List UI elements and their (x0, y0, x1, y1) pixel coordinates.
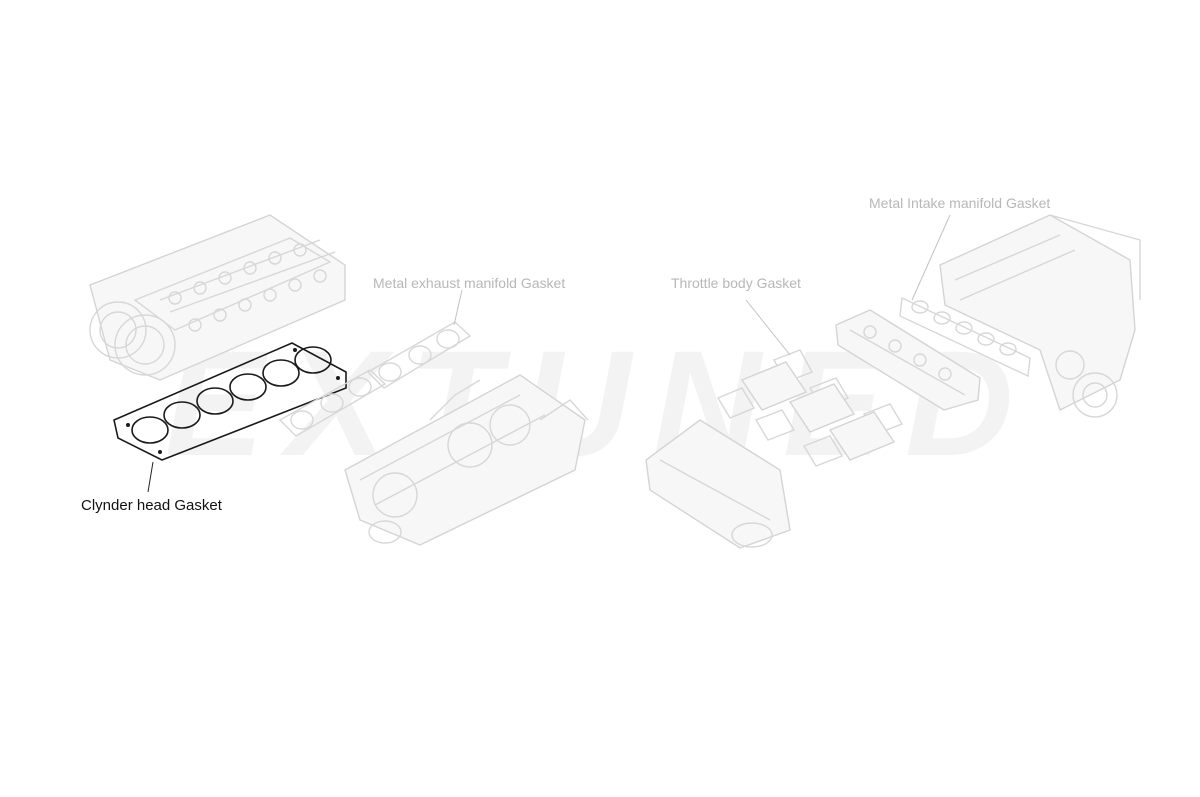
engine-block-drawing (939, 214, 1141, 418)
intake-plenum-drawing (645, 419, 791, 549)
leader-line-cylinder-head-gasket (147, 461, 154, 493)
label-cylinder-head-gasket: Clynder head Gasket (81, 497, 222, 514)
leader-line-exhaust-manifold-gasket (453, 289, 463, 326)
label-exhaust-manifold-gasket: Metal exhaust manifold Gasket (373, 275, 566, 291)
label-throttle-body-gasket: Throttle body Gasket (671, 275, 801, 291)
intake-runners-drawing (835, 309, 981, 411)
leader-line-intake-manifold-gasket (911, 214, 951, 301)
exhaust-manifold-drawing (344, 374, 589, 546)
throttle-body-gasket-drawing (716, 349, 904, 467)
cylinder-head-drawing (89, 214, 346, 381)
cylinder-head-gasket-drawing (113, 342, 347, 461)
label-intake-manifold-gasket: Metal Intake manifold Gasket (869, 195, 1051, 211)
leader-line-throttle-body-gasket (745, 299, 791, 356)
exhaust-manifold-gasket-drawing (278, 321, 472, 437)
intake-manifold-gasket-drawing (899, 296, 1031, 378)
